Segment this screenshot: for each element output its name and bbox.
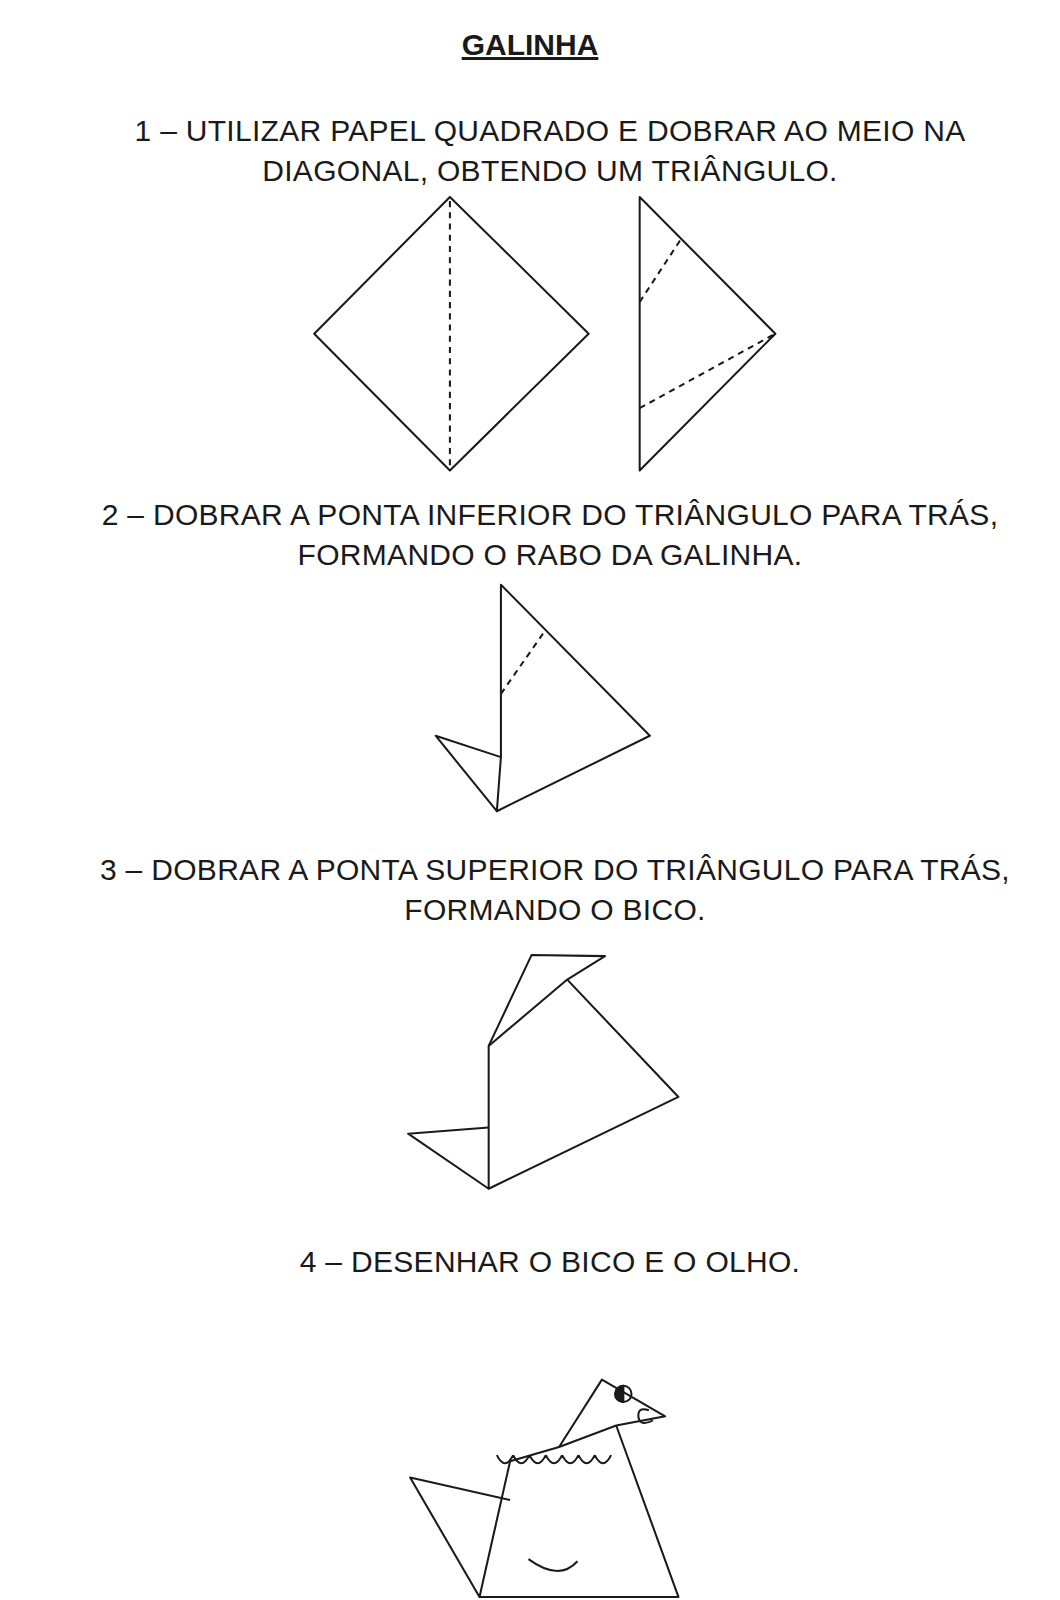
step-1-figure (314, 197, 775, 470)
step-1-instruction: 1 – UTILIZAR PAPEL QUADRADO E DOBRAR AO … (70, 111, 1030, 191)
step-3-instruction: 3 – DOBRAR A PONTA SUPERIOR DO TRIÂNGULO… (60, 850, 1050, 930)
step-2-instruction: 2 – DOBRAR A PONTA INFERIOR DO TRIÂNGULO… (70, 495, 1030, 575)
step-2-figure (436, 585, 650, 812)
page-title: GALINHA (330, 28, 730, 62)
step-4-figure (410, 1380, 678, 1597)
step-3-figure (408, 955, 678, 1189)
step-4-instruction: 4 – DESENHAR O BICO E O OLHO. (150, 1242, 950, 1282)
